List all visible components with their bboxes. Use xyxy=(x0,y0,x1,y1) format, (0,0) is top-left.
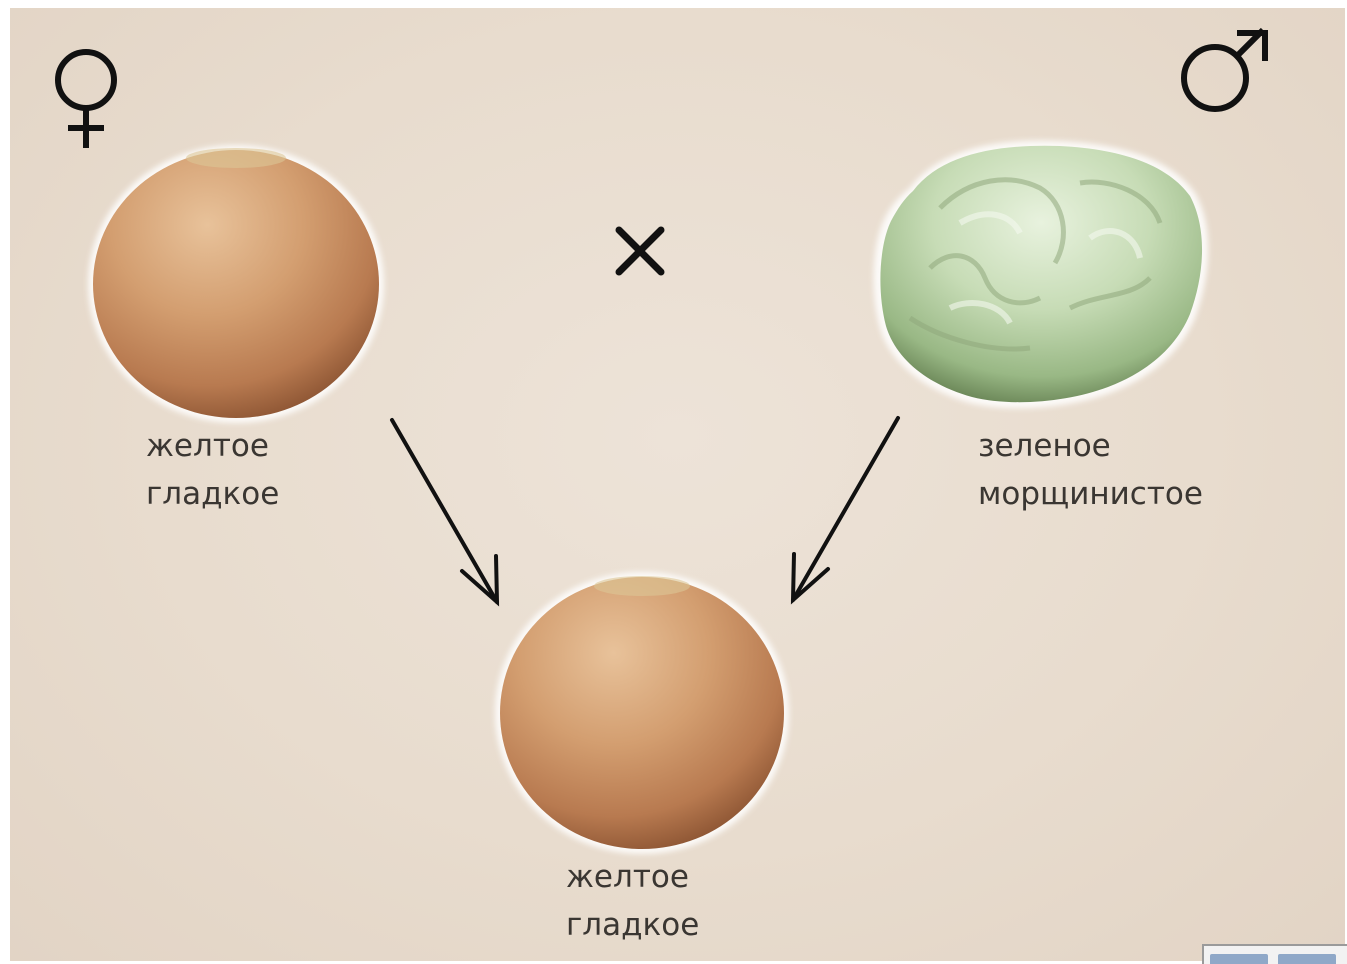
yellow-smooth-pea-parent xyxy=(88,145,384,423)
player-controls[interactable] xyxy=(1202,944,1347,964)
control-button-left[interactable] xyxy=(1210,954,1268,964)
female-symbol-icon xyxy=(58,52,114,148)
yellow-smooth-pea-offspring xyxy=(495,572,789,854)
parent-female-color: желтое xyxy=(146,428,269,464)
parent-female-texture: гладкое xyxy=(146,476,279,512)
male-symbol-icon xyxy=(1184,30,1265,109)
offspring-texture: гладкое xyxy=(566,907,699,943)
offspring-label: желтое гладкое xyxy=(566,853,699,949)
arrow-from-male xyxy=(793,418,898,600)
arrow-from-female xyxy=(392,420,497,602)
cross-symbol-icon xyxy=(619,230,661,272)
green-wrinkled-pea-parent xyxy=(874,141,1209,409)
parent-male-texture: морщинистое xyxy=(978,476,1203,512)
offspring-color: желтое xyxy=(566,859,689,895)
parent-male-color: зеленое xyxy=(978,428,1111,464)
parent-male-label: зеленое морщинистое xyxy=(978,422,1203,518)
parent-female-label: желтое гладкое xyxy=(146,422,279,518)
control-button-right[interactable] xyxy=(1278,954,1336,964)
cross-diagram: желтое гладкое зеленое морщинистое желто… xyxy=(10,8,1345,961)
